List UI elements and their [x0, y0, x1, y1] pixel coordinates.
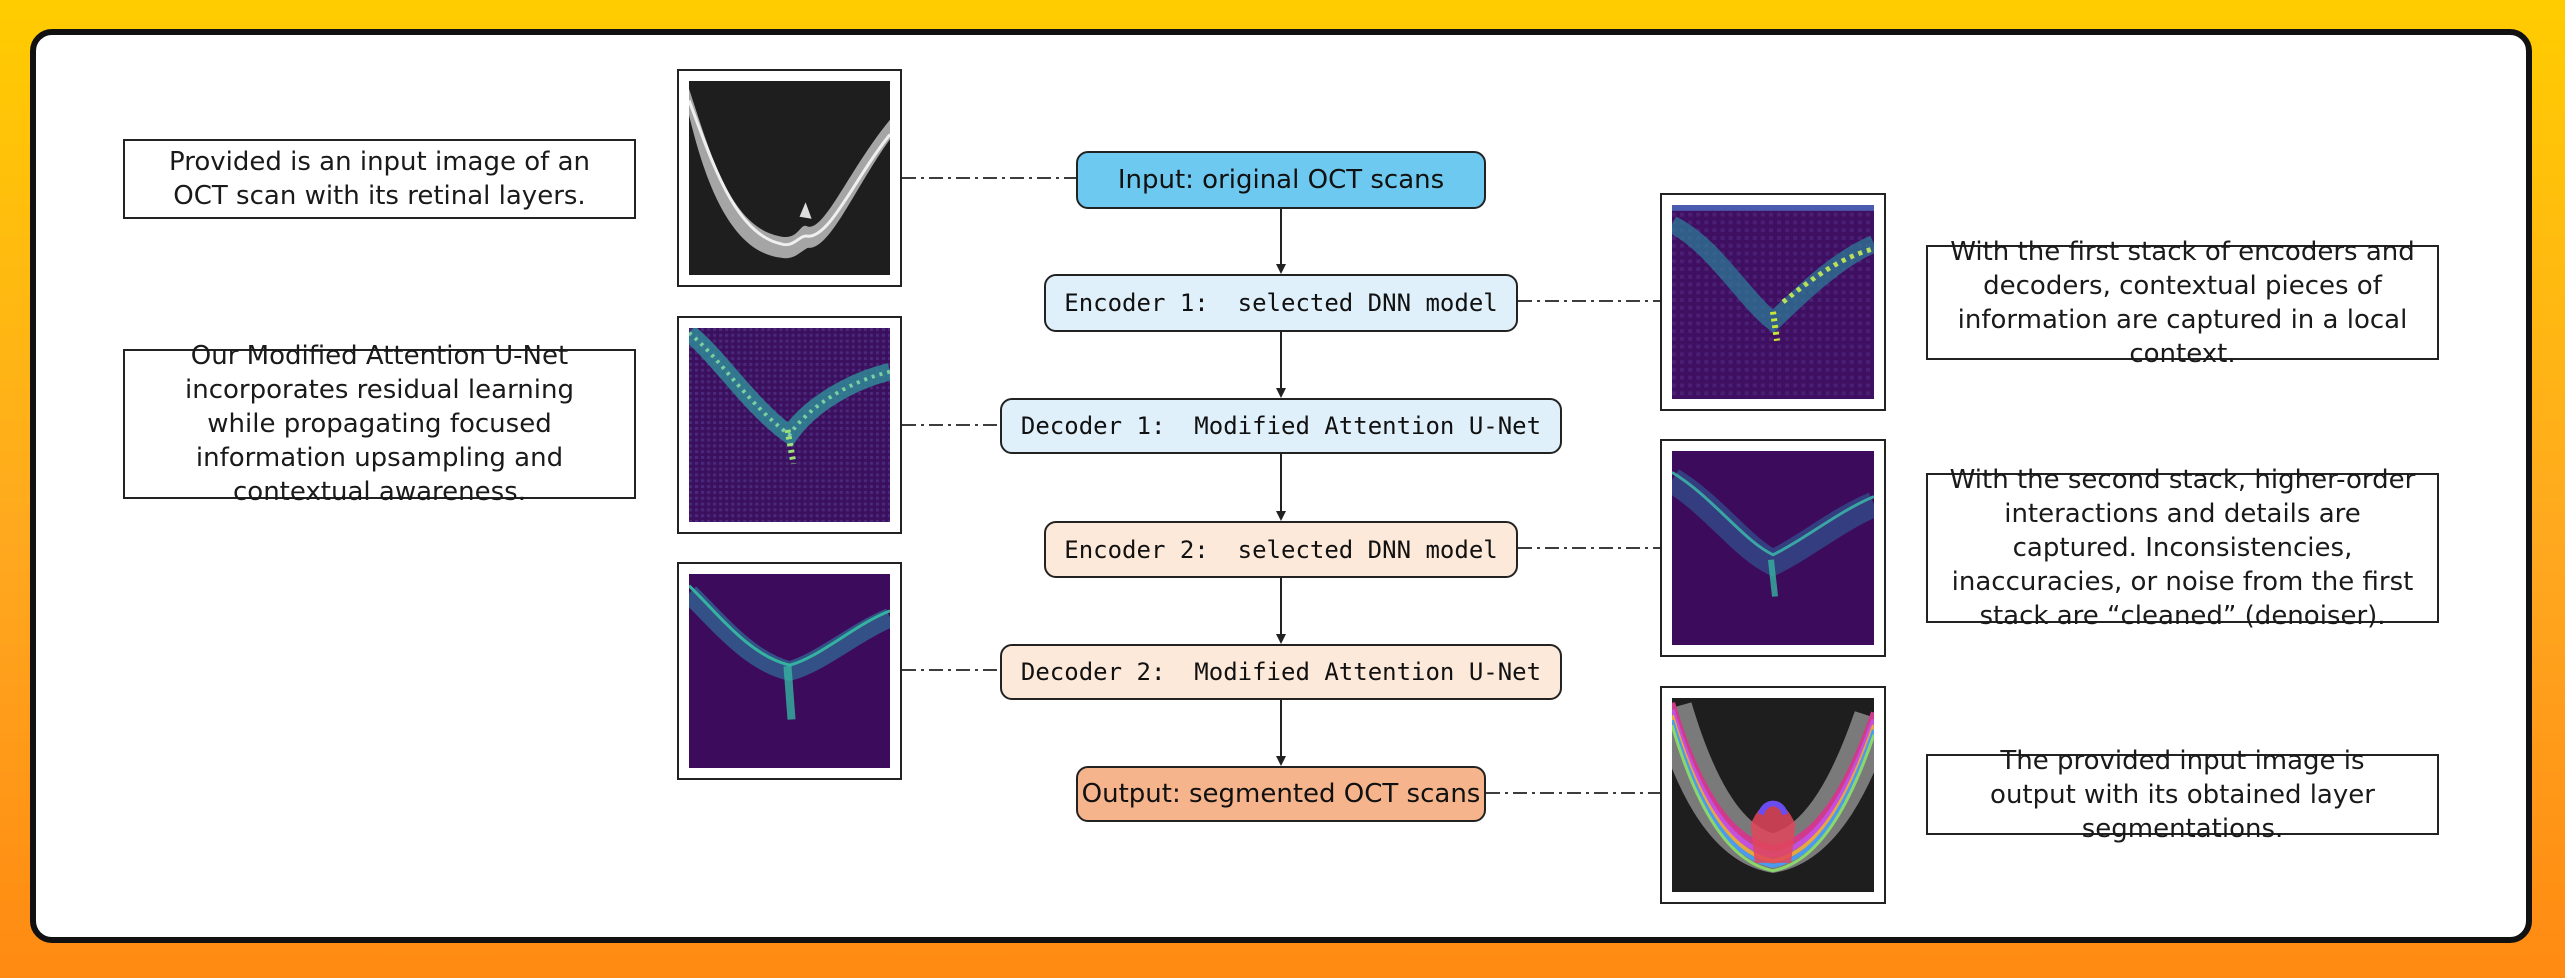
- description-output: The provided input image is output with …: [1926, 746, 2439, 844]
- node-input: Input: original OCT scans: [1076, 151, 1486, 209]
- description-encoder2: With the second stack, higher-order inte…: [1926, 465, 2439, 631]
- image-input-oct: [677, 69, 902, 287]
- image-encoder1-feature-map: [1660, 193, 1886, 411]
- description-encoder1: With the first stack of encoders and dec…: [1926, 237, 2439, 369]
- image-decoder1-feature-map: [677, 316, 902, 534]
- node-encoder1: Encoder 1: selected DNN model: [1044, 274, 1518, 332]
- description-input: Provided is an input image of an OCT sca…: [123, 139, 636, 219]
- node-decoder1: Decoder 1: Modified Attention U-Net: [1000, 398, 1562, 454]
- node-decoder2: Decoder 2: Modified Attention U-Net: [1000, 644, 1562, 700]
- description-decoder1: Our Modified Attention U-Net incorporate…: [123, 341, 636, 507]
- node-output: Output: segmented OCT scans: [1076, 766, 1486, 822]
- node-encoder2: Encoder 2: selected DNN model: [1044, 521, 1518, 578]
- image-output-segmented: [1660, 686, 1886, 904]
- image-encoder2-feature-map: [1660, 439, 1886, 657]
- image-decoder2-feature-map: [677, 562, 902, 780]
